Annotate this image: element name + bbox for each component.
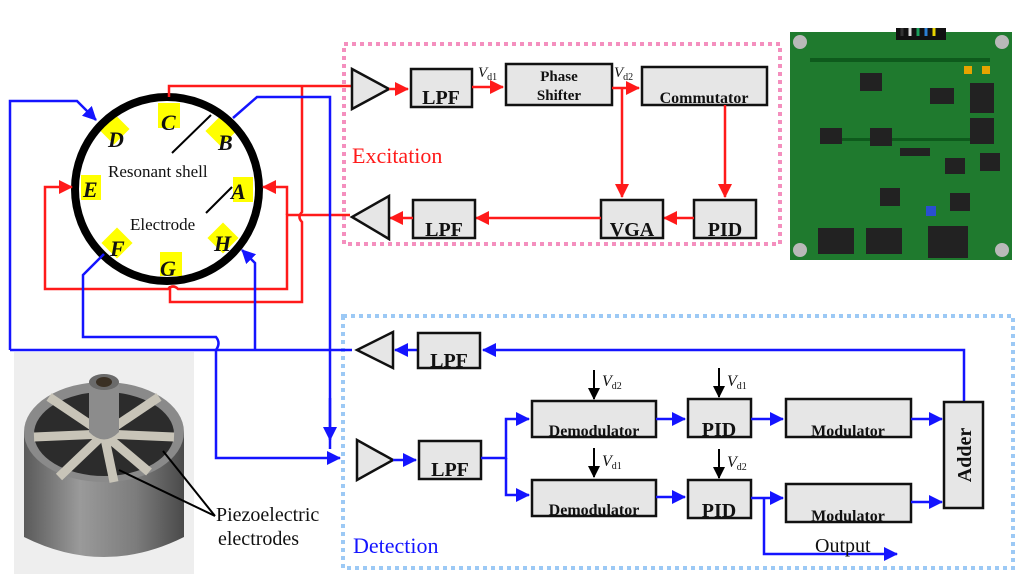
demod-top-ref-label: Vd2 bbox=[602, 373, 622, 392]
piezo-pointer-line-2 bbox=[162, 450, 216, 517]
electrode-label-b: B bbox=[217, 130, 233, 155]
output-label: Output bbox=[815, 535, 871, 557]
vd1-label: Vd1 bbox=[478, 65, 497, 83]
shell-pointer-line bbox=[171, 114, 212, 154]
phase-shifter-block bbox=[504, 62, 614, 107]
electrode-label: Electrode bbox=[130, 215, 195, 234]
detection-lpf-feedback-label: LPF bbox=[430, 350, 468, 372]
adder-block bbox=[942, 400, 985, 510]
electrode-label-g: G bbox=[160, 256, 176, 281]
modulator-top-label: Modulator bbox=[811, 423, 885, 440]
detection-title: Detection bbox=[353, 533, 439, 558]
electrode-label-h: H bbox=[213, 231, 232, 256]
electrode-pad-f bbox=[101, 227, 133, 259]
vga-label: VGA bbox=[610, 219, 655, 241]
detection-lpf-feedback-block bbox=[416, 331, 482, 370]
electrode-label-c: C bbox=[161, 110, 176, 135]
electrode-label-a: A bbox=[229, 179, 246, 204]
resonant-shell-circle bbox=[71, 93, 263, 285]
resonant-shell-label: Resonant shell bbox=[108, 162, 208, 181]
excitation-frame bbox=[342, 42, 782, 246]
vd2-label: Vd2 bbox=[614, 65, 633, 83]
piezo-caption: Piezoelectric electrodes bbox=[118, 450, 319, 550]
electrode-pad-g bbox=[160, 252, 182, 276]
detection-frame bbox=[341, 314, 1015, 570]
phase-shifter-label-line2: Shifter bbox=[537, 88, 582, 104]
detection-pid-top-block bbox=[686, 397, 753, 439]
detection-output-amplifier-icon bbox=[354, 329, 395, 371]
excitation-lpf-out-block bbox=[411, 198, 477, 240]
demodulator-top-label: Demodulator bbox=[549, 423, 640, 440]
electrode-pad-a bbox=[233, 177, 253, 202]
resonator-photo bbox=[14, 352, 194, 574]
electrode-label-f: F bbox=[109, 236, 125, 261]
pid-top-ref-label: Vd1 bbox=[727, 373, 747, 392]
modulator-top-block bbox=[784, 397, 913, 439]
pid-bottom-ref-label: Vd2 bbox=[727, 454, 747, 473]
electrode-pointer-line bbox=[205, 186, 233, 214]
excitation-pid-label: PID bbox=[708, 219, 742, 241]
resonator-diagram: A B C D E F G H Resonant shell Electrode bbox=[71, 93, 263, 285]
electrode-pad-c bbox=[158, 103, 180, 128]
commutator-block bbox=[640, 65, 769, 107]
modulator-bottom-label: Modulator bbox=[811, 508, 885, 525]
electrode-pad-h bbox=[207, 222, 239, 254]
detection-pid-bottom-label: PID bbox=[702, 500, 736, 522]
piezo-caption-line2: electrodes bbox=[218, 528, 299, 550]
detection-chain: LPF LPF Demodulator Vd2 PID Vd1 Modulato… bbox=[354, 329, 985, 561]
commutator-label: Commutator bbox=[660, 90, 749, 107]
detection-lpf-in-block bbox=[417, 439, 483, 481]
detection-lpf-in-label: LPF bbox=[431, 459, 469, 481]
excitation-title: Excitation bbox=[352, 143, 442, 168]
piezo-pointer-line-1 bbox=[118, 469, 216, 517]
excitation-output-amplifier-icon bbox=[349, 193, 391, 242]
excitation-pid-block bbox=[692, 198, 758, 240]
detection-wiring bbox=[8, 95, 352, 465]
piezo-caption-line1: Piezoelectric bbox=[216, 504, 319, 526]
detection-pid-top-label: PID bbox=[702, 419, 736, 441]
excitation-wiring bbox=[43, 84, 352, 304]
excitation-input-amplifier-icon bbox=[350, 66, 392, 112]
excitation-chain: LPF Vd1 Phase Shifter Vd2 Commutator PID… bbox=[349, 62, 769, 242]
pcb-photo bbox=[790, 28, 1012, 260]
electrode-label-e: E bbox=[82, 177, 98, 202]
adder-label: Adder bbox=[954, 428, 976, 483]
demodulator-bottom-label: Demodulator bbox=[549, 502, 640, 519]
electrode-pad-e bbox=[81, 175, 101, 200]
excitation-lpf-in-label: LPF bbox=[422, 87, 460, 109]
excitation-lpf-out-label: LPF bbox=[425, 219, 463, 241]
demod-bottom-ref-label: Vd1 bbox=[602, 453, 622, 472]
electrode-label-d: D bbox=[107, 127, 124, 152]
phase-shifter-label-line1: Phase bbox=[540, 69, 578, 85]
detection-input-amplifier-icon bbox=[355, 437, 396, 483]
